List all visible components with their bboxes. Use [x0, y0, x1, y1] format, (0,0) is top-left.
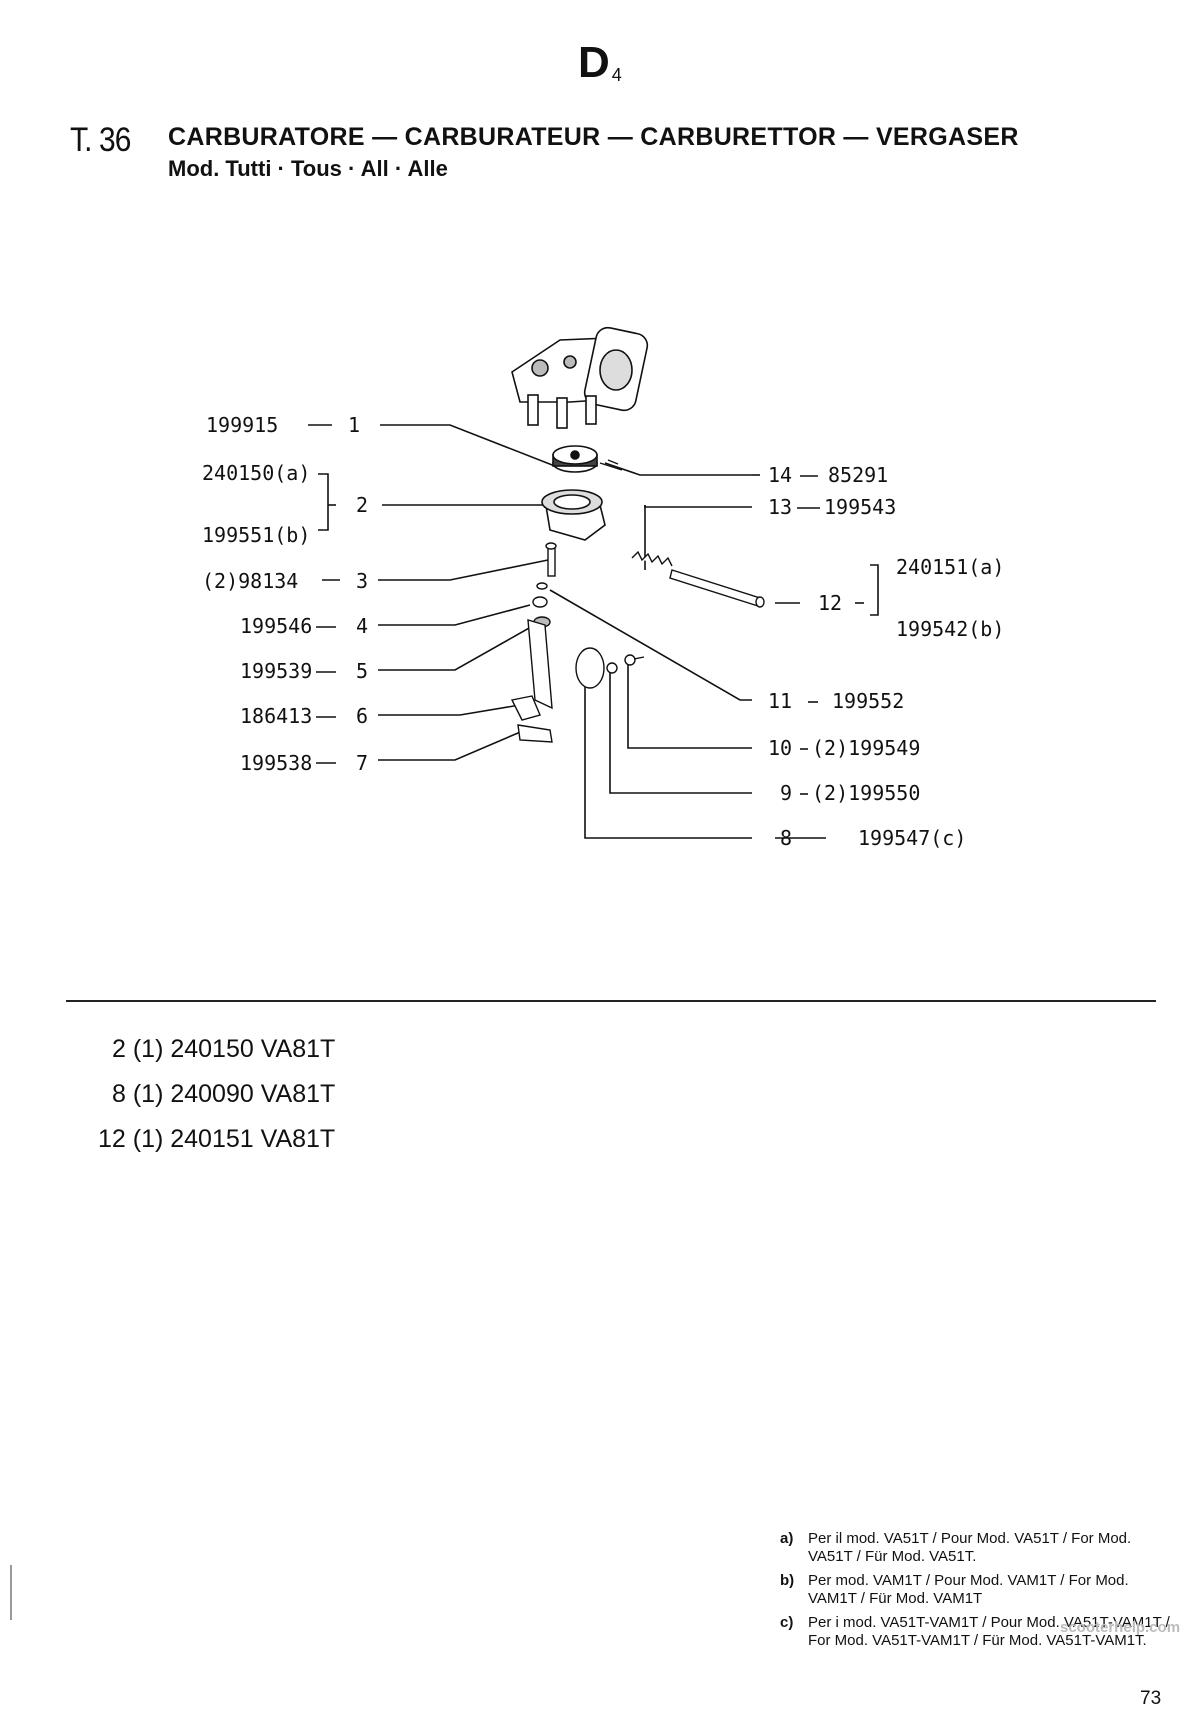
callout-ref-2: 2: [356, 493, 368, 517]
carburettor-body: [511, 326, 649, 429]
footnote-key: c): [780, 1614, 794, 1631]
callout-code-7: 199538: [240, 751, 312, 775]
callout-ref-11: 11: [768, 689, 792, 713]
callout-code-14: 85291: [828, 463, 888, 487]
callout-code-5: 199539: [240, 659, 312, 683]
spring-and-needle: [631, 550, 765, 608]
table-number: T. 36: [70, 121, 131, 159]
exploded-parts-diagram: 199915 1 240150(a) 2 199551(b) (2)98134 …: [202, 326, 1004, 850]
callout-ref-6: 6: [356, 704, 368, 728]
callout-code-10: (2)199549: [812, 736, 920, 760]
callout-ref-5: 5: [356, 659, 368, 683]
footnote-text: Per i mod. VA51T-VAM1T / Pour Mod. VA51T…: [808, 1614, 1170, 1649]
footnote-key: a): [780, 1530, 794, 1547]
variant-row: 8 (1) 240090 VA81T: [112, 1080, 336, 1108]
callout-code-9: (2)199550: [812, 781, 920, 805]
footnote-text: Per il mod. VA51T / Pour Mod. VA51T / Fo…: [808, 1530, 1132, 1565]
section-divider: [66, 1000, 1156, 1002]
float-chamber-part-2: [541, 489, 606, 541]
callout-code-2b: 199551(b): [202, 523, 310, 547]
callout-code-13: 199543: [824, 495, 896, 519]
variant-row: 2 (1) 240150 VA81T: [112, 1035, 336, 1063]
callout-code-1: 199915: [206, 413, 278, 437]
footnotes: a) Per il mod. VA51T / Pour Mod. VA51T /…: [780, 1530, 1170, 1656]
callout-code-8: 199547(c): [858, 826, 966, 850]
callout-ref-7: 7: [356, 751, 368, 775]
callout-code-12b: 199542(b): [896, 617, 1004, 641]
leader-lines: [308, 424, 879, 839]
footnote-b: b) Per mod. VAM1T / Pour Mod. VAM1T / Fo…: [780, 1572, 1170, 1608]
left-dashes: [316, 626, 336, 764]
section-subscript: 4: [611, 65, 622, 85]
variant-row: 12 (1) 240151 VA81T: [98, 1125, 336, 1153]
starter-cap-part-1: [552, 445, 598, 473]
callout-ref-4: 4: [356, 614, 368, 638]
callout-ref-1: 1: [348, 413, 360, 437]
callout-ref-13: 13: [768, 495, 792, 519]
callout-ref-12: 12: [818, 591, 842, 615]
page-number: 73: [1140, 1688, 1162, 1709]
callout-ref-9: 9: [780, 781, 792, 805]
footnote-c: c) Per i mod. VA51T-VAM1T / Pour Mod. VA…: [780, 1614, 1170, 1650]
small-parts: [510, 459, 645, 743]
page-subtitle: Mod. Tutti · Tous · All · Alle: [168, 156, 448, 181]
callout-ref-10: 10: [768, 736, 792, 760]
callout-ref-8: 8: [780, 826, 792, 850]
callout-ref-3: 3: [356, 569, 368, 593]
callout-ref-14: 14: [768, 463, 792, 487]
callout-code-12a: 240151(a): [896, 555, 1004, 579]
page-title: CARBURATORE — CARBURATEUR — CARBURETTOR …: [168, 123, 1019, 151]
callout-code-11: 199552: [832, 689, 904, 713]
callout-code-2a: 240150(a): [202, 461, 310, 485]
footnote-text: Per mod. VAM1T / Pour Mod. VAM1T / For M…: [808, 1572, 1129, 1607]
callout-code-4: 199546: [240, 614, 312, 638]
watermark: scooterhelp.com: [1060, 1619, 1181, 1636]
footnote-a: a) Per il mod. VA51T / Pour Mod. VA51T /…: [780, 1530, 1170, 1566]
callout-code-3: (2)98134: [202, 569, 298, 593]
callout-code-6: 186413: [240, 704, 312, 728]
footnote-key: b): [780, 1572, 795, 1589]
scan-edge-mark: [10, 1565, 12, 1620]
